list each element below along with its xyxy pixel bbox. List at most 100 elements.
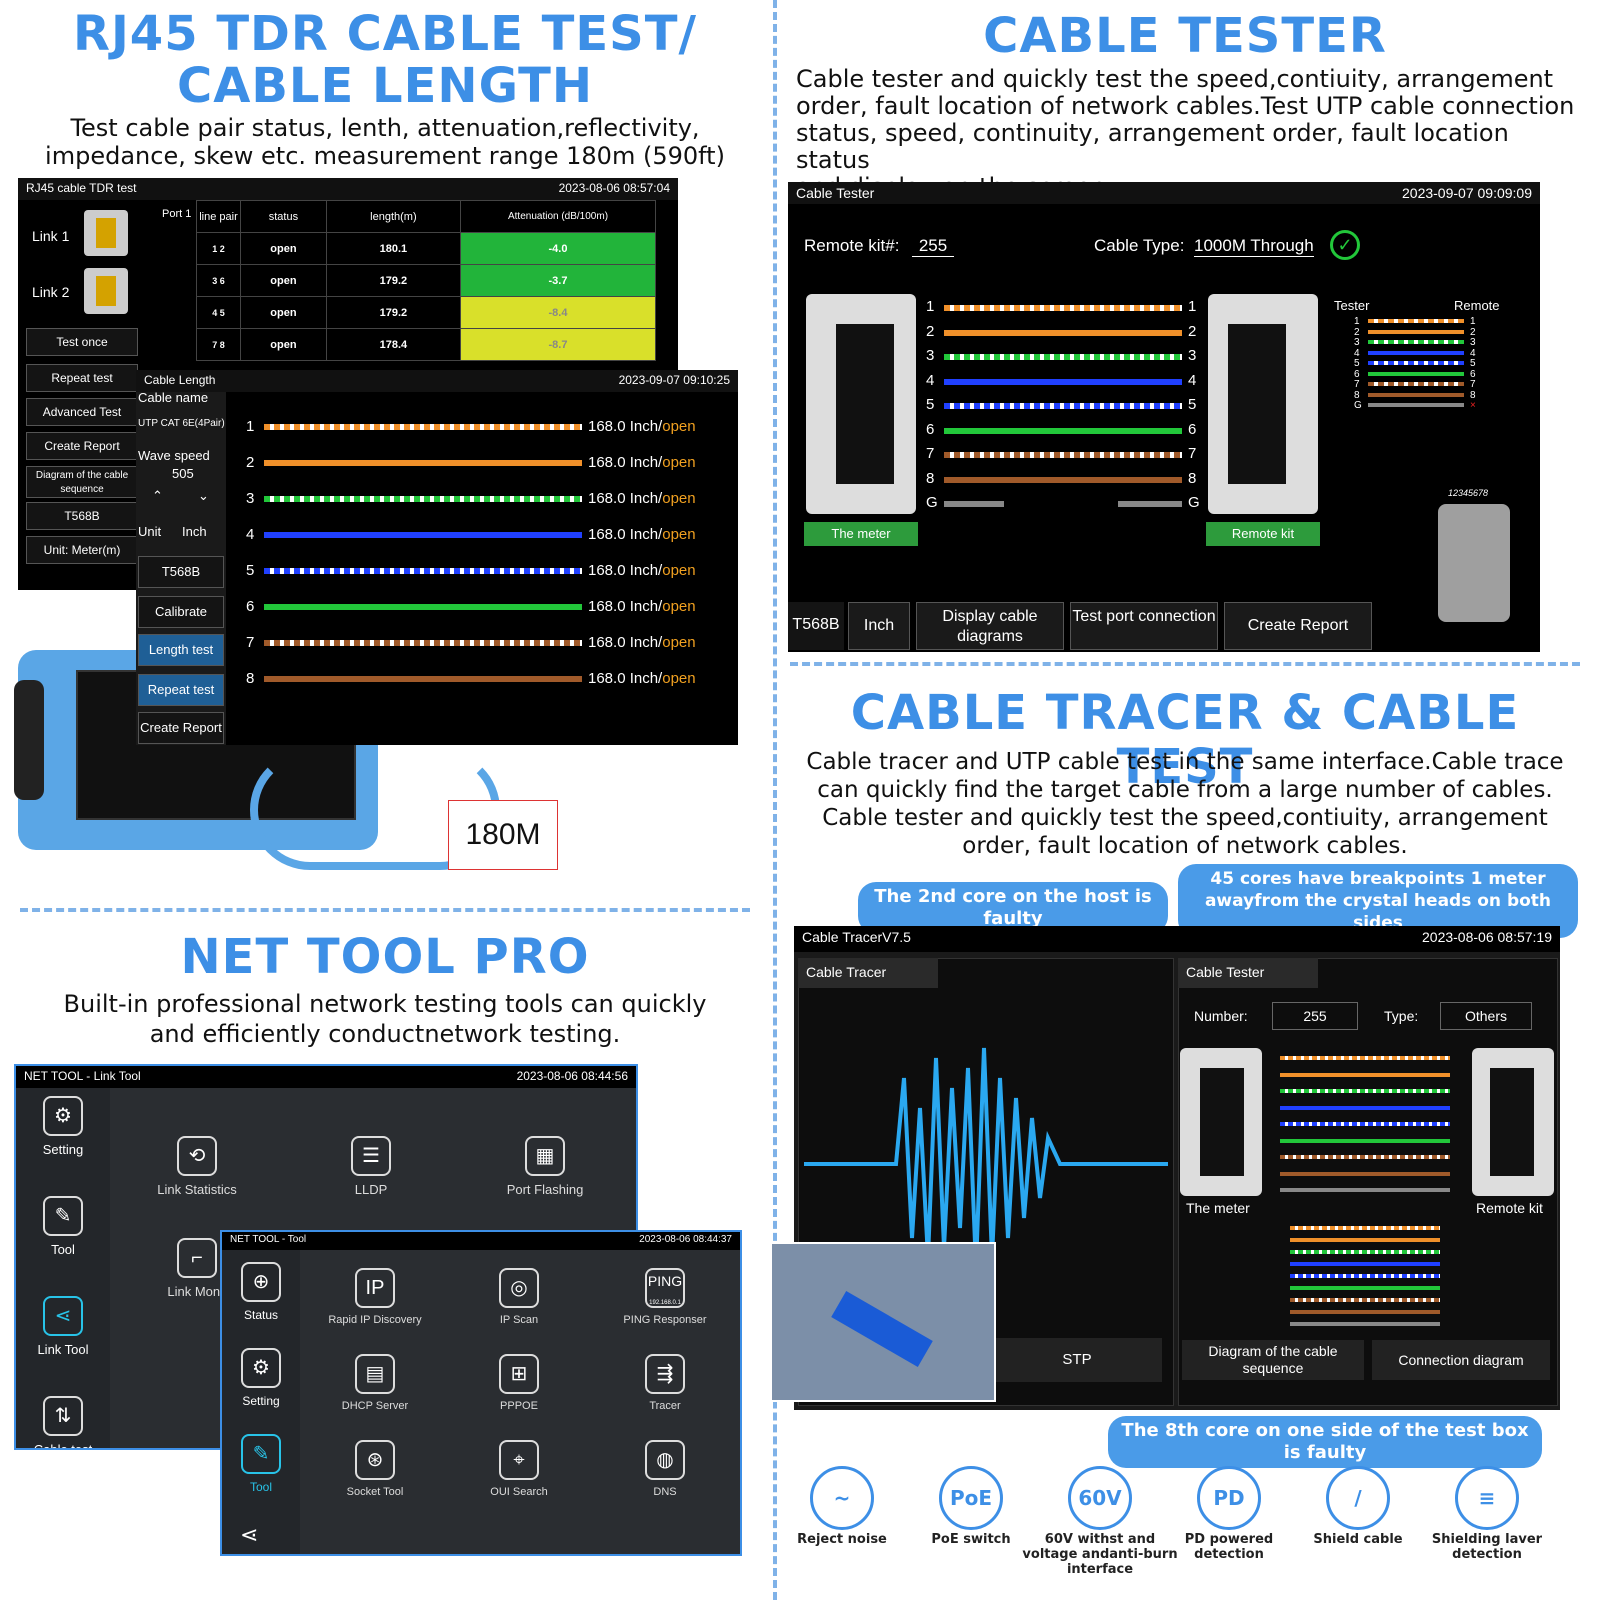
wire-line — [1280, 1105, 1450, 1110]
wire-line — [1118, 501, 1182, 507]
th-atten: Attenuation (dB/100m) — [460, 200, 656, 233]
pin-label: 7 — [1470, 379, 1476, 390]
tab-cable-tracer[interactable]: Cable Tracer — [798, 958, 938, 988]
tile-ip-scan[interactable]: ◎IP Scan — [444, 1268, 594, 1326]
server-icon: ▤ — [355, 1354, 395, 1394]
sidebar-item-status[interactable]: ⊕Status — [222, 1262, 336, 1322]
sidebar-item-label: Status — [243, 1308, 279, 1322]
sidebar-item-label: Tool — [249, 1480, 272, 1494]
tile-label: Tracer — [649, 1400, 681, 1412]
tile-dns[interactable]: ◍DNS — [590, 1440, 740, 1498]
cable-type-value: 1000M Through — [1194, 236, 1314, 257]
create-report-button[interactable]: Create Report — [138, 712, 224, 744]
shield-cable-icon: / — [1326, 1466, 1390, 1530]
callout-8th-core: The 8th core on one side of the test box… — [1108, 1416, 1542, 1468]
q4-desc: Cable tracer and UTP cable test in the s… — [790, 748, 1580, 860]
number-field[interactable]: 255 — [1272, 1002, 1358, 1030]
sidebar-item-setting[interactable]: ⚙Setting — [222, 1348, 336, 1408]
tracer-title: Cable TracerV7.5 — [802, 929, 911, 945]
wire-line — [264, 424, 582, 430]
wire-line — [1290, 1298, 1440, 1302]
wire-line — [944, 354, 1182, 360]
feature-label: Shielding laver detection — [1431, 1532, 1543, 1562]
repeat-test-button[interactable]: Repeat test — [138, 674, 224, 706]
tile-port-flashing[interactable]: ▦Port Flashing — [470, 1136, 620, 1197]
pin-label: 1 — [1354, 316, 1360, 327]
status-text: open — [662, 670, 696, 687]
inch-button[interactable]: Inch — [848, 602, 910, 650]
test-once-button[interactable]: Test once — [26, 328, 138, 356]
t568b-button[interactable]: T568B — [26, 502, 138, 530]
tile-oui[interactable]: ⌖OUI Search — [444, 1440, 594, 1498]
status-text: open — [662, 598, 696, 615]
status-text: open — [662, 562, 696, 579]
pd-icon: PD — [1197, 1466, 1261, 1530]
sidebar-item-link-tool[interactable]: ⋖Link Tool — [16, 1296, 138, 1357]
wire-length: 168.0 Inch/open — [588, 490, 696, 507]
tdr-title: RJ45 cable TDR test — [26, 181, 137, 195]
length-value: 168.0 Inch/ — [588, 562, 663, 579]
wire-number: 5 — [246, 562, 255, 579]
q4-desc-line: Cable tracer and UTP cable test in the s… — [806, 749, 1564, 775]
cable-name-value[interactable]: UTP CAT 6E(4Pair) — [138, 418, 225, 429]
wire-line — [1280, 1089, 1450, 1093]
wave-speed-value[interactable]: 505 — [172, 466, 194, 481]
tile-link-statistics[interactable]: ⟲Link Statistics — [122, 1136, 272, 1197]
chevron-up-icon[interactable]: ⌃ — [152, 488, 163, 503]
advanced-test-button[interactable]: Advanced Test — [26, 398, 138, 426]
create-report-button[interactable]: Create Report — [1224, 602, 1372, 650]
calibrate-button[interactable]: Calibrate — [138, 596, 224, 628]
sidebar-item-tool[interactable]: ✎Tool — [16, 1196, 138, 1257]
sidebar-item-label: Setting — [42, 1142, 84, 1157]
sidebar-item-label: Tool — [51, 1242, 75, 1257]
wire-line — [1290, 1310, 1440, 1314]
unit-button[interactable]: Unit: Meter(m) — [26, 536, 138, 564]
wire-line — [1280, 1138, 1450, 1143]
unit-value[interactable]: Inch — [182, 524, 207, 539]
connection-diagram-button[interactable]: Connection diagram — [1372, 1340, 1550, 1380]
wire-number: 1 — [246, 418, 255, 435]
tile-lldp[interactable]: ☰LLDP — [296, 1136, 446, 1197]
status-text: open — [662, 526, 696, 543]
share-icon[interactable]: ⋖ — [240, 1522, 259, 1547]
wire-length: 168.0 Inch/open — [588, 670, 696, 687]
feature-label: 60V withst and voltage andanti-burn inte… — [1022, 1532, 1178, 1577]
wire-number: 3 — [246, 490, 255, 507]
tile-pppoe[interactable]: ⊞PPPOE — [444, 1354, 594, 1412]
sidebar-item-cable-test[interactable]: ⇅Cable test — [16, 1396, 138, 1448]
display-diagrams-button[interactable]: Display cable diagrams — [916, 602, 1064, 650]
radar-icon: ◎ — [499, 1268, 539, 1308]
type-field[interactable]: Others — [1440, 1002, 1532, 1030]
tile-dhcp[interactable]: ▤DHCP Server — [300, 1354, 450, 1412]
tile-label: LLDP — [354, 1182, 388, 1197]
tab-cable-tester[interactable]: Cable Tester — [1178, 958, 1318, 988]
type-label: Type: — [1384, 1008, 1419, 1024]
length-test-button[interactable]: Length test — [138, 634, 224, 666]
chevron-down-icon[interactable]: ⌄ — [198, 488, 209, 503]
wire-line — [944, 427, 1182, 434]
stp-button[interactable]: STP — [992, 1338, 1162, 1382]
wire-line — [1290, 1226, 1440, 1230]
pin-label: 8 — [926, 469, 935, 487]
tile-link-monitor[interactable]: ⌐Link Monit — [122, 1238, 272, 1299]
sidebar-item-setting[interactable]: ⚙Setting — [16, 1096, 138, 1157]
sidebar-item-tool[interactable]: ✎Tool — [222, 1434, 336, 1494]
tile-tracer[interactable]: ⇶Tracer — [590, 1354, 740, 1412]
cable-sequence-button[interactable]: Diagram of the cable sequence — [1182, 1340, 1364, 1380]
tool-title: NET TOOL - Tool — [230, 1234, 307, 1245]
tile-socket[interactable]: ⊛Socket Tool — [300, 1440, 450, 1498]
t568b-button[interactable]: T568B — [788, 602, 844, 650]
wire-line — [944, 476, 1182, 483]
repeat-test-button[interactable]: Repeat test — [26, 364, 138, 392]
wire-line — [1368, 382, 1464, 386]
create-report-button[interactable]: Create Report — [26, 432, 138, 460]
cable-sequence-button[interactable]: Diagram of the cable sequence — [26, 466, 138, 498]
test-port-button[interactable]: Test port connection — [1070, 602, 1218, 650]
q1-title-2: CABLE LENGTH — [176, 58, 594, 114]
t568b-button[interactable]: T568B — [138, 556, 224, 588]
q1-desc-2: impedance, skew etc. measurement range 1… — [45, 142, 725, 170]
